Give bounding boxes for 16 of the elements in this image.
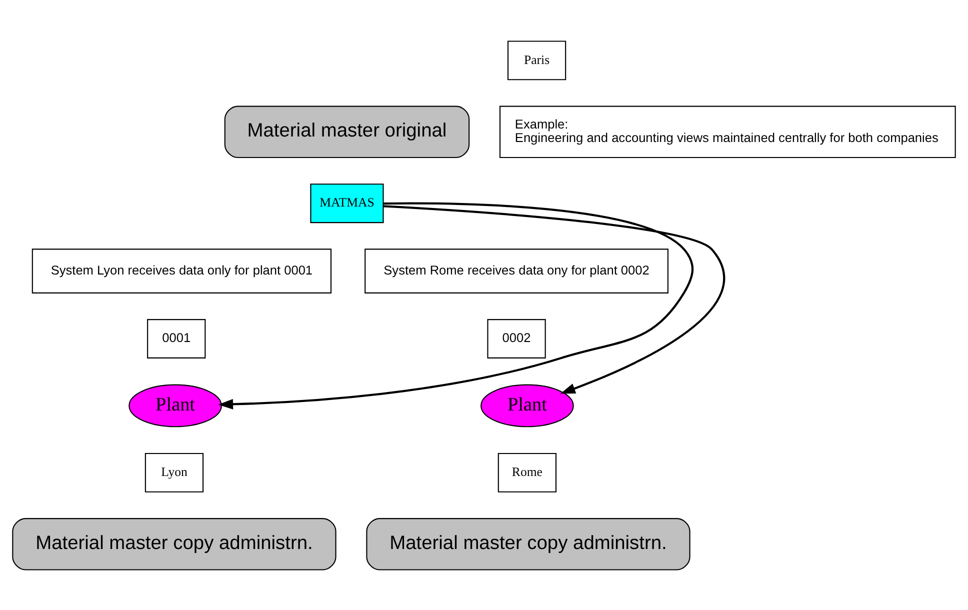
node-box: 0001	[147, 318, 206, 358]
node-box: Material master original	[224, 105, 470, 158]
node-box: Material master copy administrn.	[366, 518, 690, 570]
arrow	[383, 204, 726, 394]
node-box: Material master copy administrn.	[12, 518, 336, 570]
node-box: Example: Engineering and accounting views maintained centrally for both companies	[499, 105, 956, 158]
node-box: Lyon	[144, 452, 204, 492]
node-box: System Lyon receives data only for plant 0001	[32, 248, 332, 293]
node-box: System Rome receives data ony for plant 0002	[364, 248, 668, 293]
node-ellipse: Plant	[128, 384, 222, 427]
arrow	[218, 202, 694, 409]
node-box: MATMAS	[310, 183, 384, 223]
node-box: 0002	[487, 318, 546, 358]
node-box: Rome	[498, 452, 556, 492]
node-box: Paris	[507, 40, 566, 80]
node-ellipse: Plant	[480, 384, 574, 427]
